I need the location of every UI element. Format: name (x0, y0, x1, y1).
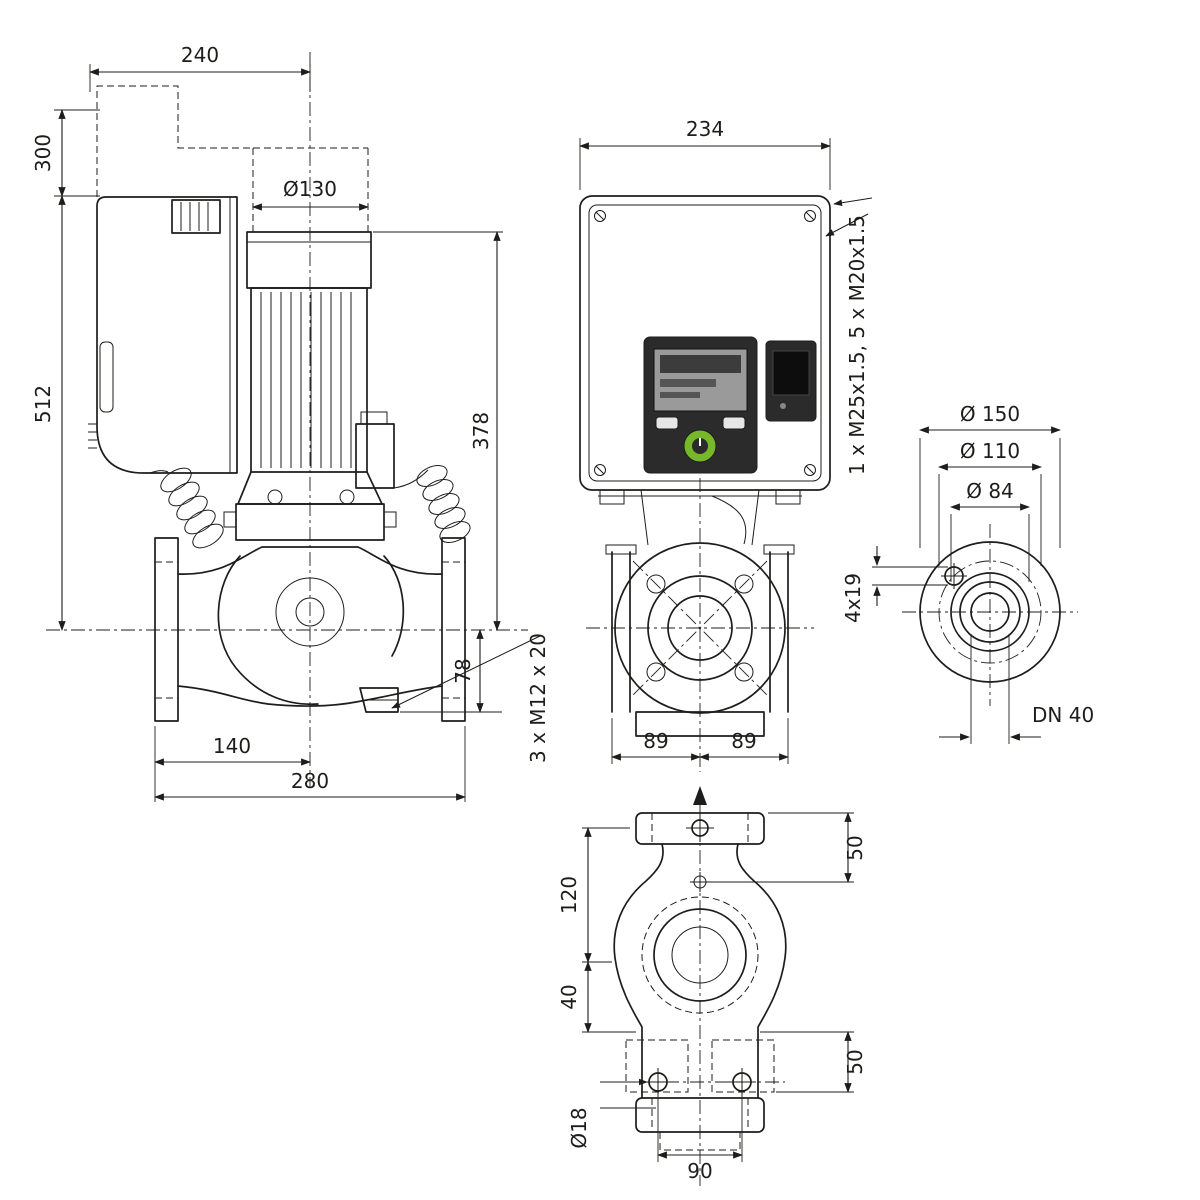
dim-motor-to-axis: 378 (469, 412, 493, 450)
foot-plate (635, 711, 765, 737)
dim-height-upper: 300 (31, 134, 55, 172)
seal-housing (223, 489, 397, 541)
discharge-flange (441, 537, 466, 722)
dim-port-to-volute: 120 (557, 876, 581, 914)
flange-outer-circle (919, 541, 1061, 683)
dim-flange-to-flange: 280 (291, 769, 329, 793)
dim-bolt-circle: Ø 110 (960, 439, 1020, 463)
bolt-circle (938, 560, 1042, 664)
feet-top (615, 1039, 785, 1096)
side-view: 240 300 512 Ø130 378 78 140 (31, 43, 550, 802)
note-drain-plug: 3 x M12 x 20 (526, 633, 550, 763)
suction-flange (154, 537, 179, 722)
terminal-block (171, 199, 221, 234)
support-brackets (611, 551, 789, 713)
dim-half-width-left: 89 (643, 729, 668, 753)
button-back[interactable] (655, 416, 679, 430)
dim-foot-hole-spacing: 90 (687, 1159, 712, 1183)
clearance-envelope (96, 85, 369, 232)
front-view: 234 1 x M25x1.5, 5 x M20x1.5 89 89 (579, 117, 873, 772)
control-module (579, 195, 831, 491)
dim-foot-hole: Ø18 (567, 1107, 591, 1148)
pipe-flange-face (614, 542, 786, 714)
dim-volute-to-foot: 40 (557, 984, 581, 1009)
dim-half-width-right: 89 (731, 729, 756, 753)
coiled-cable-left (149, 467, 224, 549)
dims-top: 50 120 40 50 Ø18 90 (557, 812, 867, 1183)
dim-foot-to-flange: 50 (843, 1049, 867, 1074)
dim-bolt-holes: 4x19 (841, 573, 865, 623)
dim-nominal-diameter: DN 40 (1032, 703, 1094, 727)
fan-cover (246, 231, 372, 289)
dim-motor-diameter: Ø130 (283, 177, 337, 201)
button-menu[interactable] (722, 416, 746, 430)
dim-module-width: 234 (686, 117, 724, 141)
dim-width-top: 240 (181, 43, 219, 67)
lifting-eye-right (339, 489, 355, 505)
dim-axis-to-drain: 78 (451, 658, 475, 683)
dims-flange: Ø 150 Ø 110 Ø 84 4x19 DN 40 (841, 402, 1094, 744)
display-module (643, 336, 758, 474)
junction-box (355, 423, 395, 489)
lower-flange-top (635, 1097, 765, 1151)
drain-plug-boss (359, 687, 399, 713)
pump-front (598, 489, 802, 737)
top-view: 50 120 40 50 Ø18 90 (557, 786, 867, 1186)
corner-screws (594, 210, 816, 476)
coiled-cable-right (393, 465, 471, 543)
dims-front: 234 1 x M25x1.5, 5 x M20x1.5 89 89 (579, 117, 873, 764)
flange-detail-view: Ø 150 Ø 110 Ø 84 4x19 DN 40 (841, 402, 1094, 744)
sensor-cable (711, 495, 747, 545)
dims-side: 240 300 512 Ø130 378 78 140 (31, 43, 550, 802)
dim-flange-to-center: 140 (213, 734, 251, 758)
side-module (765, 340, 817, 422)
pump-volute-side (154, 537, 466, 722)
motor (237, 231, 395, 505)
motor-body (250, 287, 368, 473)
upper-flange-top (635, 812, 765, 845)
dim-flange-to-port: 50 (843, 835, 867, 860)
dim-height-total: 512 (31, 385, 55, 423)
bore-circle (970, 592, 1010, 632)
flow-arrow (693, 786, 707, 805)
dim-flange-od: Ø 150 (960, 402, 1020, 426)
electronics-module (88, 196, 238, 474)
body-top-outline (613, 843, 787, 1099)
display-edge (99, 341, 114, 413)
lifting-eye-left (267, 489, 283, 505)
dim-hub-diameter: Ø 84 (966, 479, 1014, 503)
note-cable-glands: 1 x M25x1.5, 5 x M20x1.5 (845, 215, 869, 475)
